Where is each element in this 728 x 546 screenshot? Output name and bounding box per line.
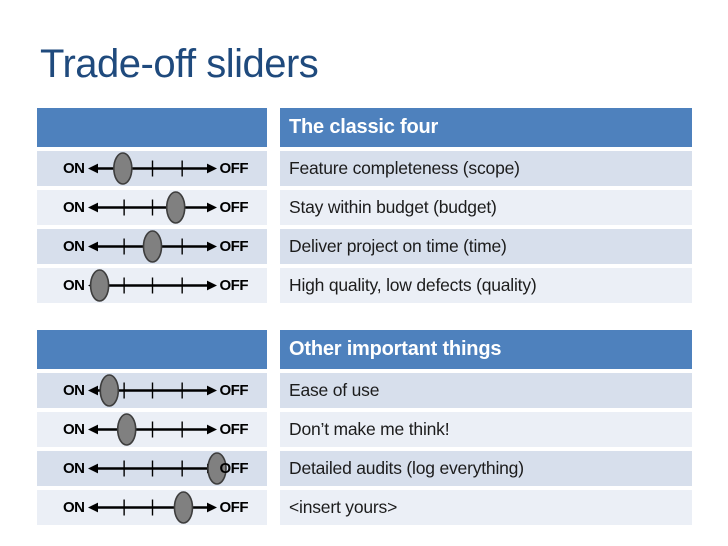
arrow-right-icon <box>206 502 217 513</box>
arrow-right-icon <box>206 385 217 396</box>
table-header-row: The classic four <box>37 108 692 147</box>
slider-cell: ON OFF <box>37 373 267 408</box>
table-row: ON OFF Feature completeness (scope) <box>37 151 692 186</box>
row-label: Detailed audits (log everything) <box>289 458 524 478</box>
on-label: ON <box>63 277 85 294</box>
slider-knob[interactable] <box>173 491 193 524</box>
on-label: ON <box>63 160 85 177</box>
arrow-left-icon <box>87 424 98 435</box>
row-label: Stay within budget (budget) <box>289 197 497 217</box>
table-header-cell: The classic four <box>280 108 692 147</box>
arrow-right-icon <box>206 424 217 435</box>
slider-track <box>87 152 217 185</box>
slider-knob[interactable] <box>112 152 133 185</box>
arrow-left-icon <box>87 241 98 252</box>
slider-track <box>87 374 217 407</box>
on-label: ON <box>63 421 85 438</box>
off-label: OFF <box>219 382 249 399</box>
label-cell: <insert yours> <box>280 490 692 525</box>
slider-knob[interactable] <box>89 269 109 302</box>
off-label: OFF <box>219 421 249 438</box>
off-label: OFF <box>219 460 249 477</box>
table-header-row: Other important things <box>37 330 692 369</box>
arrow-right-icon <box>206 280 217 291</box>
on-label: ON <box>63 238 85 255</box>
row-label: Deliver project on time (time) <box>289 236 507 256</box>
arrow-left-icon <box>87 163 98 174</box>
table-row: ON OFF Stay within budget (budget) <box>37 190 692 225</box>
slider-knob[interactable] <box>142 230 162 263</box>
table-row: ON OFF Detailed audits (log everything) <box>37 451 692 486</box>
label-cell: Deliver project on time (time) <box>280 229 692 264</box>
arrow-right-icon <box>206 163 217 174</box>
arrow-left-icon <box>87 502 98 513</box>
on-label: ON <box>63 499 85 516</box>
row-label: Ease of use <box>289 380 380 400</box>
slider-track <box>87 269 217 302</box>
label-cell: Detailed audits (log everything) <box>280 451 692 486</box>
table-row: ON OFF High quality, low defects (quality) <box>37 268 692 303</box>
slide-title: Trade-off sliders <box>40 42 319 86</box>
table-header-title: Other important things <box>289 338 502 360</box>
table-row: ON OFF <insert yours> <box>37 490 692 525</box>
table-row: ON OFF Don’t make me think! <box>37 412 692 447</box>
arrow-left-icon <box>87 202 98 213</box>
on-label: ON <box>63 199 85 216</box>
label-cell: High quality, low defects (quality) <box>280 268 692 303</box>
label-cell: Ease of use <box>280 373 692 408</box>
off-label: OFF <box>219 277 249 294</box>
arrow-right-icon <box>206 241 217 252</box>
slider-knob[interactable] <box>116 413 137 446</box>
arrow-right-icon <box>206 202 217 213</box>
slider-track <box>87 413 217 446</box>
table-header-cell: Other important things <box>280 330 692 369</box>
slider-track <box>87 191 217 224</box>
slider-track <box>87 491 217 524</box>
row-label: High quality, low defects (quality) <box>289 275 537 295</box>
slider-knob[interactable] <box>206 452 227 485</box>
off-label: OFF <box>219 238 249 255</box>
slider-cell: ON OFF <box>37 412 267 447</box>
table-row: ON OFF Deliver project on time (time) <box>37 229 692 264</box>
slider-knob[interactable] <box>98 374 119 407</box>
off-label: OFF <box>219 199 249 216</box>
row-label: Don’t make me think! <box>289 419 450 439</box>
arrow-left-icon <box>87 385 98 396</box>
off-label: OFF <box>219 499 249 516</box>
label-cell: Feature completeness (scope) <box>280 151 692 186</box>
table-header-empty-cell <box>37 108 267 147</box>
label-cell: Don’t make me think! <box>280 412 692 447</box>
slider-cell: ON OFF <box>37 229 267 264</box>
slider-knob[interactable] <box>165 191 186 224</box>
arrow-left-icon <box>87 463 98 474</box>
slider-track <box>87 230 217 263</box>
slider-cell: ON OFF <box>37 190 267 225</box>
slider-cell: ON OFF <box>37 451 267 486</box>
on-label: ON <box>63 460 85 477</box>
slider-cell: ON OFF <box>37 268 267 303</box>
table-row: ON OFF Ease of use <box>37 373 692 408</box>
row-label: <insert yours> <box>289 497 398 517</box>
slider-track <box>87 452 227 485</box>
table-header-title: The classic four <box>289 116 439 138</box>
on-label: ON <box>63 382 85 399</box>
label-cell: Stay within budget (budget) <box>280 190 692 225</box>
table-header-empty-cell <box>37 330 267 369</box>
slider-cell: ON OFF <box>37 151 267 186</box>
slider-cell: ON OFF <box>37 490 267 525</box>
off-label: OFF <box>219 160 249 177</box>
row-label: Feature completeness (scope) <box>289 158 520 178</box>
